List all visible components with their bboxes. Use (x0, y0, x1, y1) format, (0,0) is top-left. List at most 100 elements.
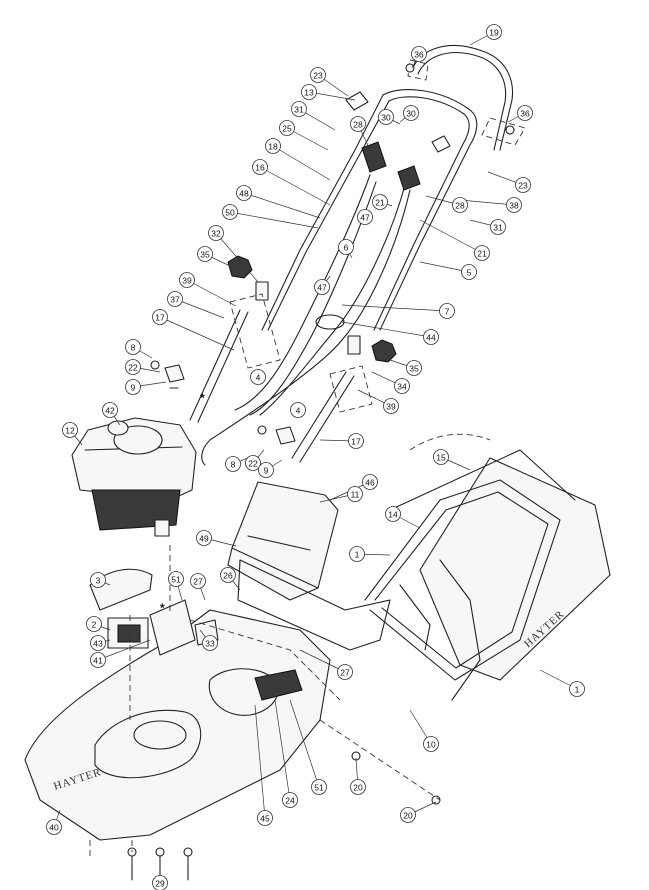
part-callout-31: 31 (291, 101, 336, 131)
callout-bubble (403, 105, 419, 121)
part-number-label: 31 (294, 105, 304, 115)
part-callout-36: 36 (507, 105, 533, 123)
grass-collector: HAYTER (364, 449, 611, 701)
callout-bubble (196, 530, 212, 546)
part-callout-30: 30 (399, 105, 419, 123)
callout-bubble (86, 616, 102, 632)
callout-bubble (301, 84, 317, 100)
part-number-label: 27 (193, 577, 203, 587)
part-callout-22: 22 (125, 359, 161, 375)
callout-bubble (220, 567, 236, 583)
part-number-label: 9 (264, 466, 269, 476)
callout-leader-line (274, 699, 291, 801)
part-number-label: 43 (93, 639, 103, 649)
part-number-label: 39 (182, 276, 192, 286)
callout-bubble (350, 779, 366, 795)
callout-leader-line (259, 166, 331, 206)
part-number-label: 14 (388, 510, 398, 520)
callout-bubble (348, 433, 364, 449)
callout-leader-line (341, 304, 448, 312)
callout-bubble (282, 792, 298, 808)
part-callout-23: 23 (487, 171, 531, 193)
part-number-label: 4 (256, 373, 261, 383)
callout-leader-line (299, 649, 346, 673)
callout-leader-line (341, 321, 432, 338)
callout-bubble (474, 245, 490, 261)
part-number-label: 30 (381, 113, 391, 123)
part-number-label: 31 (493, 223, 503, 233)
callout-bubble (347, 486, 363, 502)
marker-asterisk: * (160, 601, 165, 615)
callout-bubble (423, 329, 439, 345)
part-callout-39: 39 (179, 272, 237, 307)
part-callout-34: 34 (371, 371, 410, 394)
callout-leader-line (229, 211, 319, 229)
callout-bubble (90, 635, 106, 651)
part-callout-22: 22 (245, 449, 265, 471)
callout-leader-line (97, 639, 151, 661)
part-number-label: 24 (285, 796, 295, 806)
part-number-label: 22 (248, 459, 258, 469)
callout-bubble (90, 652, 106, 668)
part-callout-17: 17 (152, 309, 235, 351)
part-callout-50: 50 (222, 204, 319, 229)
part-callout-13: 13 (301, 84, 356, 101)
part-callout-17: 17 (319, 433, 364, 449)
callout-bubble (152, 875, 168, 890)
callout-leader-line (159, 316, 235, 351)
part-callout-44: 44 (341, 321, 439, 345)
part-number-label: 22 (128, 363, 138, 373)
part-number-label: 13 (304, 88, 314, 98)
callout-bubble (362, 474, 378, 490)
callout-bubble (400, 807, 416, 823)
part-callout-28: 28 (425, 195, 468, 213)
callout-bubble (490, 219, 506, 235)
callout-bubble (349, 546, 365, 562)
part-callout-15: 15 (433, 449, 471, 471)
assembly-guides-handle (229, 59, 526, 413)
part-number-label: 8 (231, 460, 236, 470)
part-number-label: 2 (92, 620, 97, 630)
part-callout-40: 40 (46, 809, 62, 835)
callout-bubble (190, 573, 206, 589)
part-callout-23: 23 (310, 67, 349, 97)
part-callout-20: 20 (400, 801, 437, 823)
callout-bubble (46, 819, 62, 835)
part-number-label: 28 (353, 120, 363, 130)
callout-bubble (90, 572, 106, 588)
callout-bubble (311, 779, 327, 795)
part-number-label: 32 (211, 229, 221, 239)
part-number-label: 35 (409, 364, 419, 374)
part-callout-42: 42 (102, 402, 121, 426)
callout-bubble (357, 209, 373, 225)
part-number-label: 6 (344, 243, 349, 253)
callout-leader-line (289, 699, 320, 788)
part-callout-27: 27 (299, 649, 353, 680)
part-number-label: 9 (131, 383, 136, 393)
callout-bubble (506, 197, 522, 213)
part-number-label: 15 (436, 453, 446, 463)
part-number-label: 17 (155, 313, 165, 323)
part-number-label: 12 (65, 426, 75, 436)
part-number-label: 35 (200, 250, 210, 260)
part-callout-20: 20 (350, 757, 366, 795)
mower-deck: HAYTER (24, 609, 331, 841)
part-callout-6: 6 (338, 239, 354, 259)
part-number-label: 27 (340, 668, 350, 678)
callout-bubble (517, 105, 533, 121)
callout-bubble (439, 303, 455, 319)
engine-assembly (71, 417, 197, 537)
part-callout-35: 35 (389, 359, 422, 376)
part-number-label: 37 (170, 295, 180, 305)
callout-bubble (125, 379, 141, 395)
callout-leader-line (459, 199, 515, 206)
spacer-tube-left (255, 281, 269, 301)
callout-bubble (62, 422, 78, 438)
callout-bubble (236, 185, 252, 201)
callout-bubble (265, 138, 281, 154)
lower-handle-left (164, 309, 249, 423)
part-number-label: 48 (239, 189, 249, 199)
callout-leader-line (174, 298, 225, 319)
callout-bubble (125, 359, 141, 375)
